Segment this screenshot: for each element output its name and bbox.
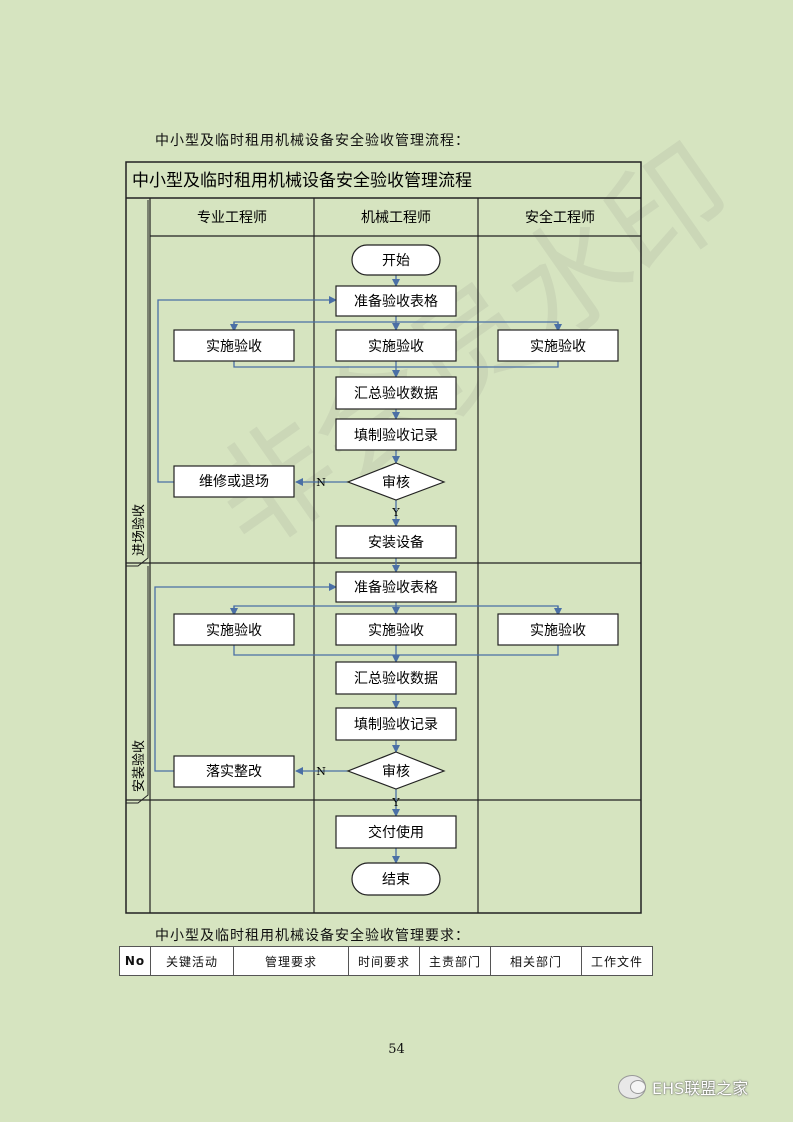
start-node xyxy=(351,244,441,276)
end-label: 结束 xyxy=(382,872,410,888)
summary-node-2 xyxy=(335,661,457,695)
deliver-label: 交付使用 xyxy=(368,824,424,841)
header-no: No xyxy=(119,946,151,976)
requirements-table: No 关键活动 管理要求 时间要求 主责部门 相关部门 工作文件 xyxy=(119,946,653,976)
review-node-1 xyxy=(346,462,446,501)
phase-label-entry: 进场验收 xyxy=(131,504,147,556)
impl-label-2-mid: 实施验收 xyxy=(368,623,424,639)
record-label-2: 填制验收记录 xyxy=(354,717,438,733)
yes-label-1: Y xyxy=(391,506,400,519)
install-node xyxy=(335,525,457,559)
lane-header-specialist: 专业工程师 xyxy=(197,210,267,226)
deliver-node xyxy=(335,815,457,849)
yes-label-2: Y xyxy=(391,796,400,809)
impl-node-2-right xyxy=(497,613,619,646)
impl-label-1-left: 实施验收 xyxy=(206,339,262,355)
table-header-row: No 关键活动 管理要求 时间要求 主责部门 相关部门 工作文件 xyxy=(119,946,653,976)
header-main-dept: 主责部门 xyxy=(419,946,491,976)
lane-header-mechanical: 机械工程师 xyxy=(361,210,431,226)
phase-label-install: 安装验收 xyxy=(131,740,147,792)
rectify-label: 落实整改 xyxy=(206,764,262,780)
header-mgmt-req: 管理要求 xyxy=(233,946,349,976)
impl-node-2-mid xyxy=(335,613,457,646)
record-node-2 xyxy=(335,707,457,741)
no-label-1: N xyxy=(316,476,326,489)
prep-label-2: 准备验收表格 xyxy=(354,579,438,596)
impl-node-1-left xyxy=(173,329,295,362)
rectify-node xyxy=(173,755,295,788)
no-label-2: N xyxy=(316,765,326,778)
impl-label-2-left: 实施验收 xyxy=(206,623,262,639)
prep-node-1 xyxy=(335,285,457,317)
lane-header-safety: 安全工程师 xyxy=(525,209,595,226)
header-related-dept: 相关部门 xyxy=(490,946,582,976)
summary-label-1: 汇总验收数据 xyxy=(354,386,438,402)
repair-label: 维修或退场 xyxy=(199,474,269,490)
end-node xyxy=(351,862,441,896)
impl-node-2-left xyxy=(173,613,295,646)
header-time-req: 时间要求 xyxy=(348,946,420,976)
diagram-title: 中小型及临时租用机械设备安全验收管理流程 xyxy=(132,171,472,191)
summary-label-2: 汇总验收数据 xyxy=(354,671,438,687)
impl-label-1-right: 实施验收 xyxy=(530,339,586,355)
prep-node-2 xyxy=(335,571,457,603)
page-number: 54 xyxy=(388,1042,405,1057)
source-badge-text: EHS联盟之家 xyxy=(652,1079,749,1098)
review-label-2: 审核 xyxy=(382,764,410,780)
wechat-icon xyxy=(618,1075,646,1099)
review-label-1: 审核 xyxy=(382,475,410,491)
source-badge: EHS联盟之家 xyxy=(618,1073,788,1101)
impl-node-1-mid xyxy=(335,329,457,362)
review-node-2 xyxy=(346,751,446,790)
diagram-frame xyxy=(125,161,642,914)
repair-node xyxy=(173,465,295,498)
install-label: 安装设备 xyxy=(368,534,424,551)
header-key-activity: 关键活动 xyxy=(150,946,234,976)
impl-label-1-mid: 实施验收 xyxy=(368,339,424,355)
record-label-1: 填制验收记录 xyxy=(354,428,438,444)
requirements-intro: 中小型及临时租用机械设备安全验收管理要求： xyxy=(155,928,470,944)
start-label: 开始 xyxy=(382,253,410,269)
record-node-1 xyxy=(335,418,457,451)
header-work-docs: 工作文件 xyxy=(581,946,653,976)
summary-node-1 xyxy=(335,376,457,410)
impl-label-2-right: 实施验收 xyxy=(530,623,586,639)
prep-label-1: 准备验收表格 xyxy=(354,293,438,310)
intro-text: 中小型及临时租用机械设备安全验收管理流程： xyxy=(155,133,470,149)
impl-node-1-right xyxy=(497,329,619,362)
